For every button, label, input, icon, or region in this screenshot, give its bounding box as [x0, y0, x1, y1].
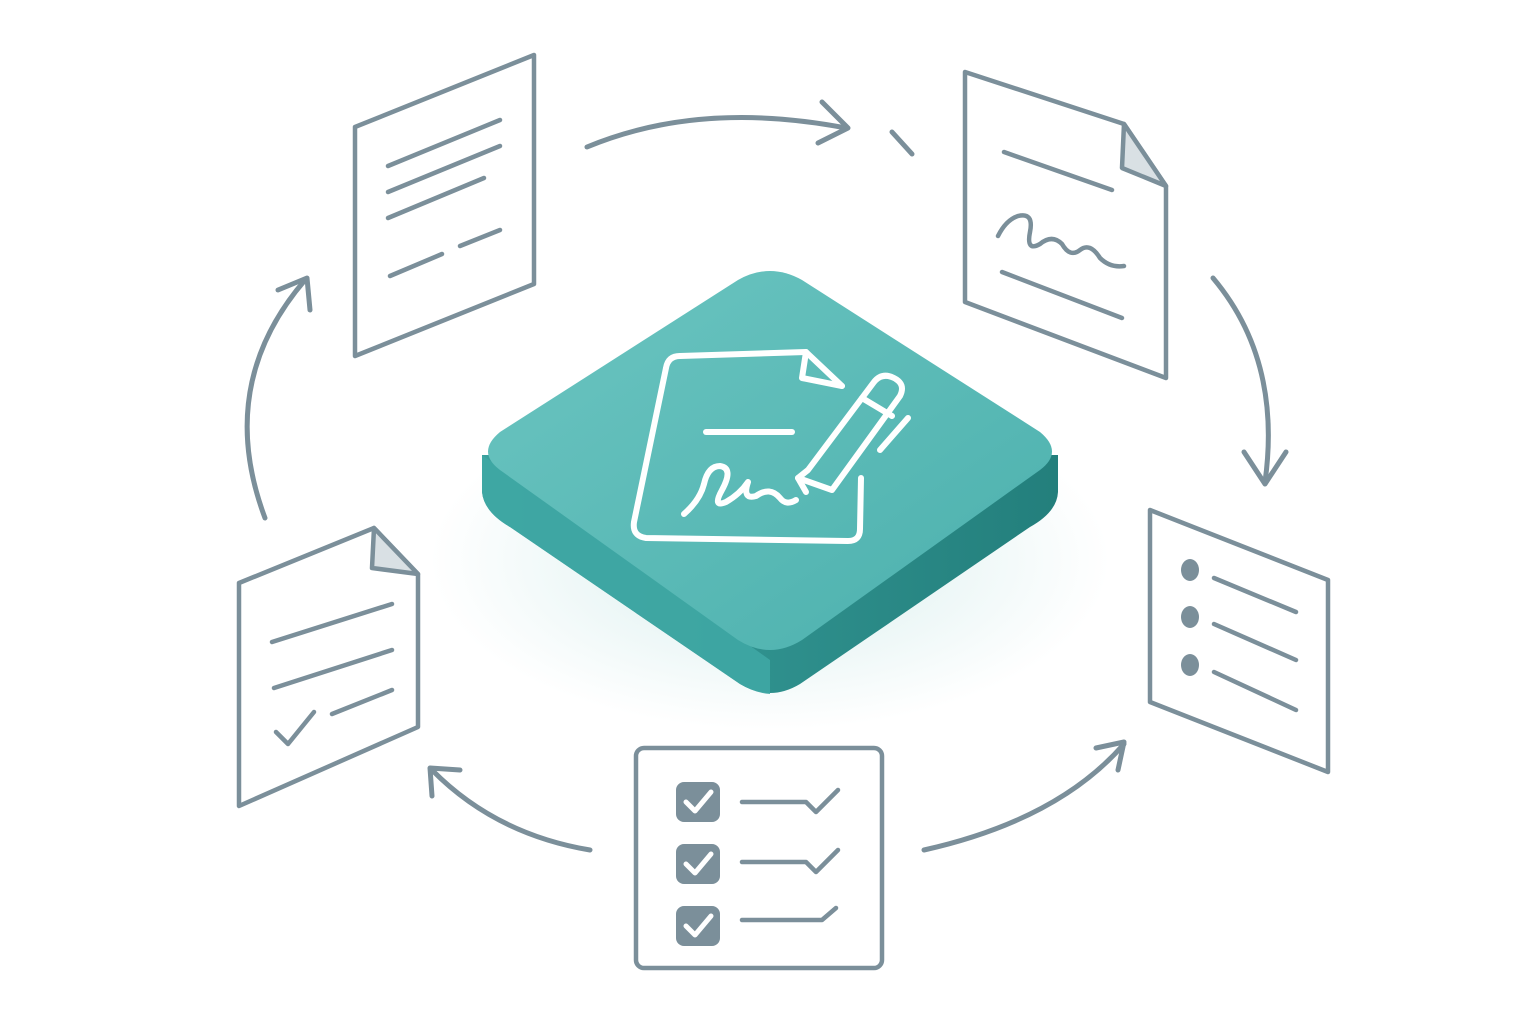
arrow-signed-to-list [1210, 275, 1289, 487]
node-draft-document [352, 52, 537, 359]
document-signing-icon [630, 349, 911, 544]
approved-document-icon [236, 525, 421, 809]
node-bullet-list [1147, 507, 1331, 775]
arrow-checklist-to-list [921, 739, 1127, 853]
text-document-icon [352, 52, 537, 359]
central-signing-tile [430, 271, 1110, 730]
arrow-checklist-to-approved [427, 765, 593, 853]
checkbox-3 [676, 906, 720, 946]
node-checklist [633, 745, 885, 971]
tile-top [488, 271, 1052, 650]
arrow-draft-to-signed [584, 99, 915, 157]
flow-arrows [244, 99, 1289, 853]
checkbox-2 [676, 844, 720, 884]
node-approved-document [236, 525, 421, 809]
signature-document-icon [962, 69, 1169, 381]
arrow-approved-to-draft [244, 275, 313, 521]
node-signed-document [962, 69, 1169, 381]
bullet-list-icon [1147, 507, 1331, 775]
checkbox-1 [676, 782, 720, 822]
checklist-icon [633, 745, 885, 971]
